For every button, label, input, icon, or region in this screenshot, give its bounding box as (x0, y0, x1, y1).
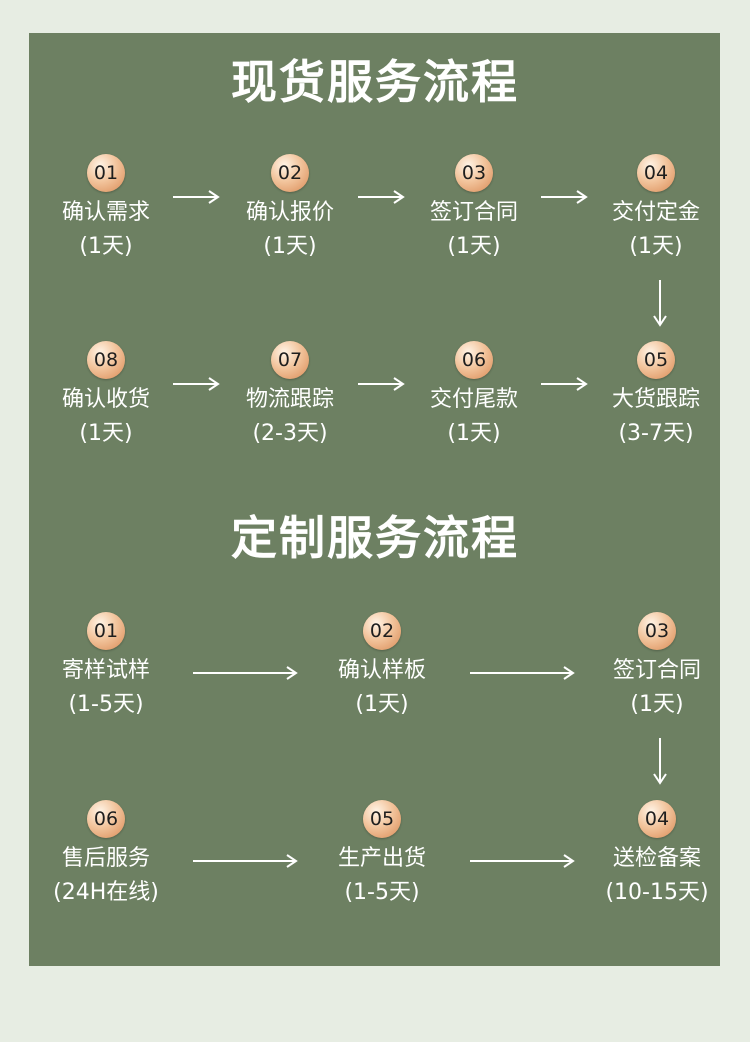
step-number-badge: 07 (271, 341, 309, 379)
step-label: 确认收货 (61, 387, 150, 412)
step-label: 确认报价 (245, 200, 334, 225)
step-label: 寄样试样 (61, 658, 150, 683)
arrow-right-icon (470, 853, 576, 869)
step-number-badge: 04 (637, 154, 675, 192)
step-duration: (1天) (355, 692, 409, 717)
step-label: 生产出货 (337, 846, 426, 871)
arrow-right-icon (173, 189, 221, 205)
arrow-right-icon (541, 376, 589, 392)
spot-step-02: 02 确认报价 (1天) (215, 154, 365, 262)
step-number-badge: 01 (87, 612, 125, 650)
step-number-badge: 06 (87, 800, 125, 838)
step-label: 交付定金 (611, 200, 700, 225)
step-duration: (1-5天) (344, 880, 420, 905)
custom-step-03: 03 签订合同 (1天) (582, 612, 732, 720)
spot-step-07: 07 物流跟踪 (2-3天) (215, 341, 365, 449)
spot-step-08: 08 确认收货 (1天) (31, 341, 181, 449)
step-duration: (1天) (447, 421, 501, 446)
step-duration: (10-15天) (605, 880, 709, 905)
step-label: 物流跟踪 (245, 387, 334, 412)
step-label: 交付尾款 (429, 387, 518, 412)
step-number-badge: 05 (363, 800, 401, 838)
spot-step-01: 01 确认需求 (1天) (31, 154, 181, 262)
step-duration: (1天) (79, 421, 133, 446)
custom-step-02: 02 确认样板 (1天) (307, 612, 457, 720)
arrow-right-icon (470, 665, 576, 681)
arrow-down-icon (652, 280, 668, 328)
step-duration: (1天) (447, 234, 501, 259)
arrow-down-icon (652, 738, 668, 786)
step-number-badge: 02 (271, 154, 309, 192)
spot-step-04: 04 交付定金 (1天) (581, 154, 731, 262)
step-duration: (2-3天) (252, 421, 328, 446)
step-duration: (1天) (629, 234, 683, 259)
step-label: 确认需求 (61, 200, 150, 225)
step-duration: (24H在线) (53, 880, 159, 905)
step-label: 确认样板 (337, 658, 426, 683)
step-duration: (1-5天) (68, 692, 144, 717)
step-number-badge: 08 (87, 341, 125, 379)
step-number-badge: 03 (638, 612, 676, 650)
step-number-badge: 03 (455, 154, 493, 192)
step-label: 签订合同 (612, 658, 701, 683)
arrow-right-icon (358, 376, 406, 392)
step-number-badge: 02 (363, 612, 401, 650)
step-label: 送检备案 (612, 846, 701, 871)
arrow-right-icon (541, 189, 589, 205)
custom-step-05: 05 生产出货 (1-5天) (307, 800, 457, 908)
step-label: 大货跟踪 (611, 387, 700, 412)
custom-process-title: 定制服务流程 (231, 511, 519, 565)
arrow-right-icon (193, 665, 299, 681)
custom-step-06: 06 售后服务 (24H在线) (31, 800, 181, 908)
step-number-badge: 04 (638, 800, 676, 838)
step-number-badge: 01 (87, 154, 125, 192)
step-label: 售后服务 (61, 846, 150, 871)
spot-process-title: 现货服务流程 (231, 55, 519, 109)
arrow-right-icon (358, 189, 406, 205)
spot-step-05: 05 大货跟踪 (3-7天) (581, 341, 731, 449)
step-duration: (1天) (263, 234, 317, 259)
step-label: 签订合同 (429, 200, 518, 225)
step-duration: (1天) (630, 692, 684, 717)
arrow-right-icon (173, 376, 221, 392)
custom-step-04: 04 送检备案 (10-15天) (582, 800, 732, 908)
step-number-badge: 06 (455, 341, 493, 379)
step-duration: (1天) (79, 234, 133, 259)
step-number-badge: 05 (637, 341, 675, 379)
custom-step-01: 01 寄样试样 (1-5天) (31, 612, 181, 720)
spot-step-06: 06 交付尾款 (1天) (399, 341, 549, 449)
spot-step-03: 03 签订合同 (1天) (399, 154, 549, 262)
step-duration: (3-7天) (618, 421, 694, 446)
arrow-right-icon (193, 853, 299, 869)
